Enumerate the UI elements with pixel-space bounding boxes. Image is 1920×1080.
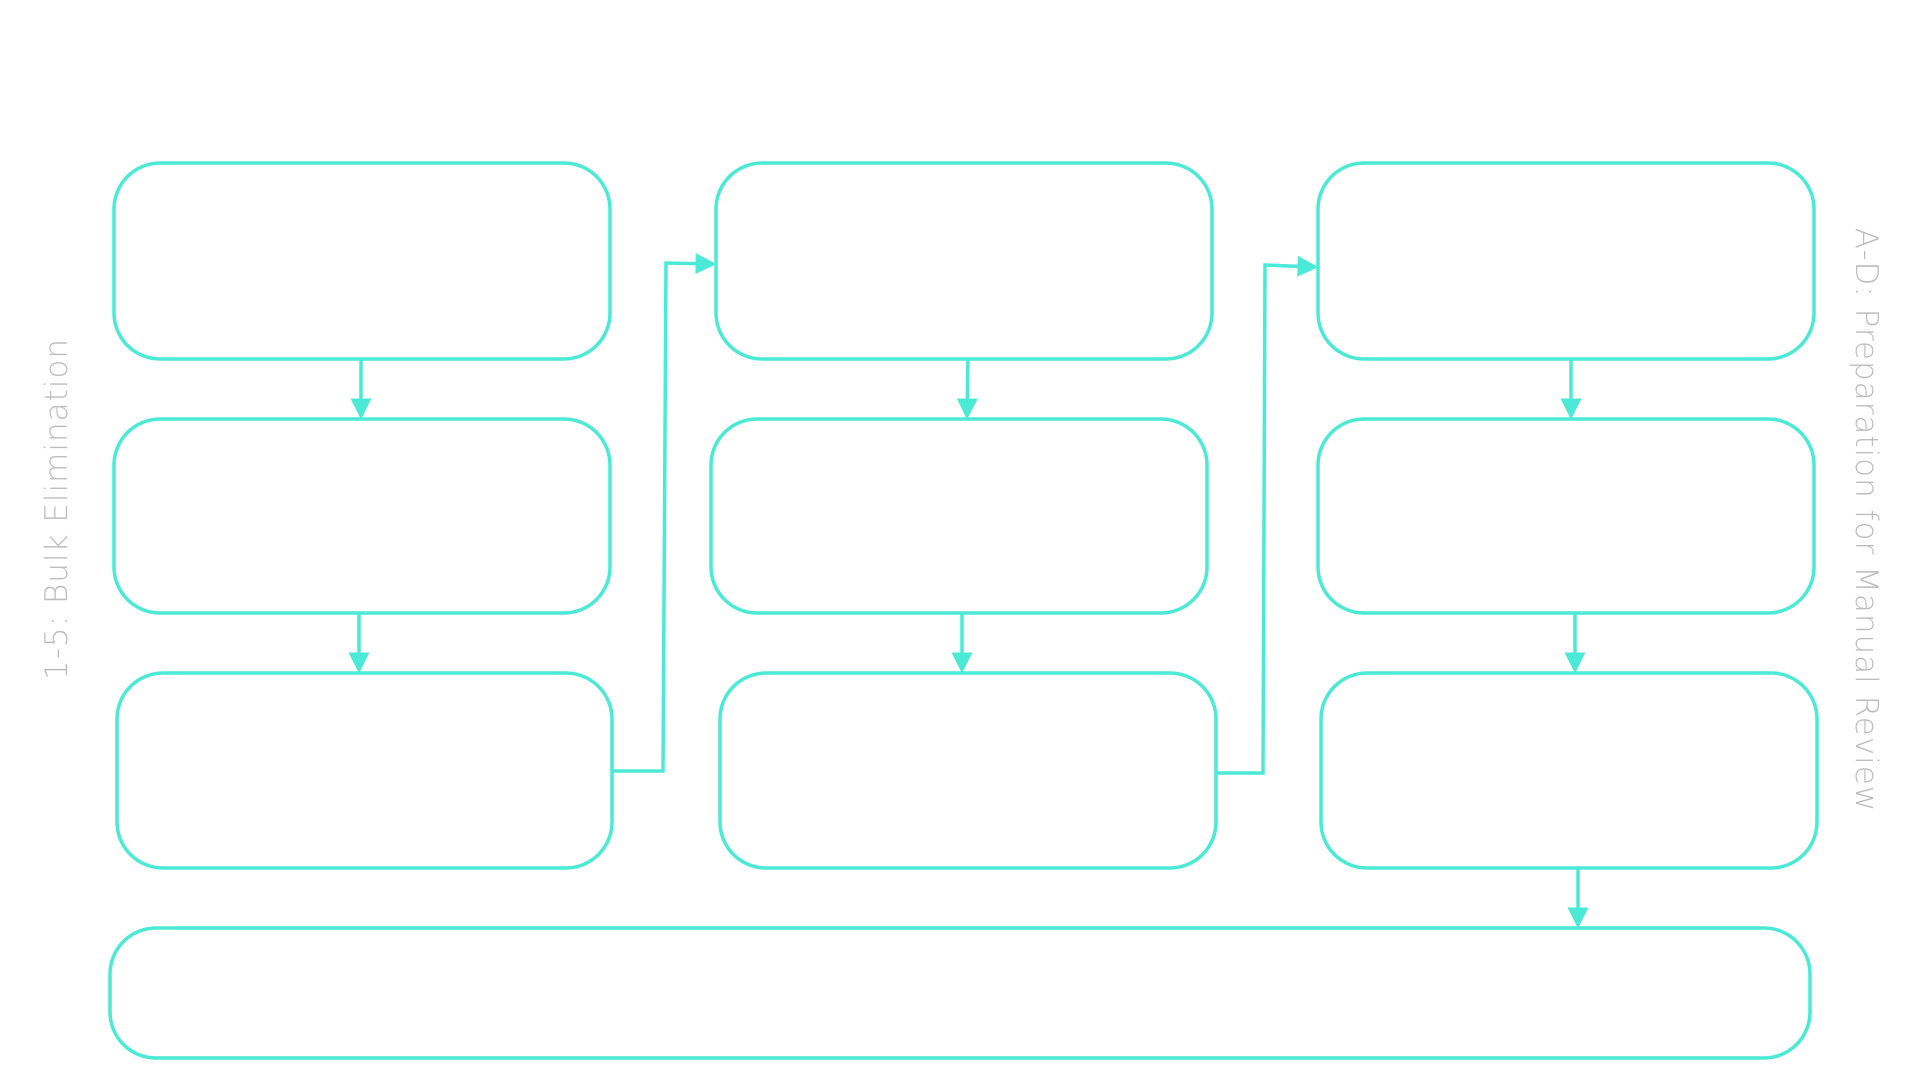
section-label-manual-review-prep: A-D: Preparation for Manual Review [1848,227,1884,813]
flow-node-col3-step1 [1316,161,1816,361]
flow-node-col3-step2 [1316,417,1816,615]
flow-node-col3-step3 [1319,671,1819,870]
flow-arrow-col2-step3-to-col3-step1 [1216,255,1319,775]
flow-node-col2-step3 [718,671,1218,870]
flow-node-col1-step2 [112,417,612,615]
flow-arrow-col1-step3-to-col2-step1 [612,253,717,773]
flow-node-col2-step2 [709,417,1209,615]
flow-node-final-step [108,926,1812,1060]
section-label-bulk-elimination: 1-5: Bulk Elimination [39,338,75,680]
flow-node-col1-step3 [115,671,614,870]
flow-arrow-col2-step1-to-col2-step2 [956,358,978,420]
flow-node-col2-step1 [714,161,1214,361]
flow-node-col1-step1 [112,161,612,361]
